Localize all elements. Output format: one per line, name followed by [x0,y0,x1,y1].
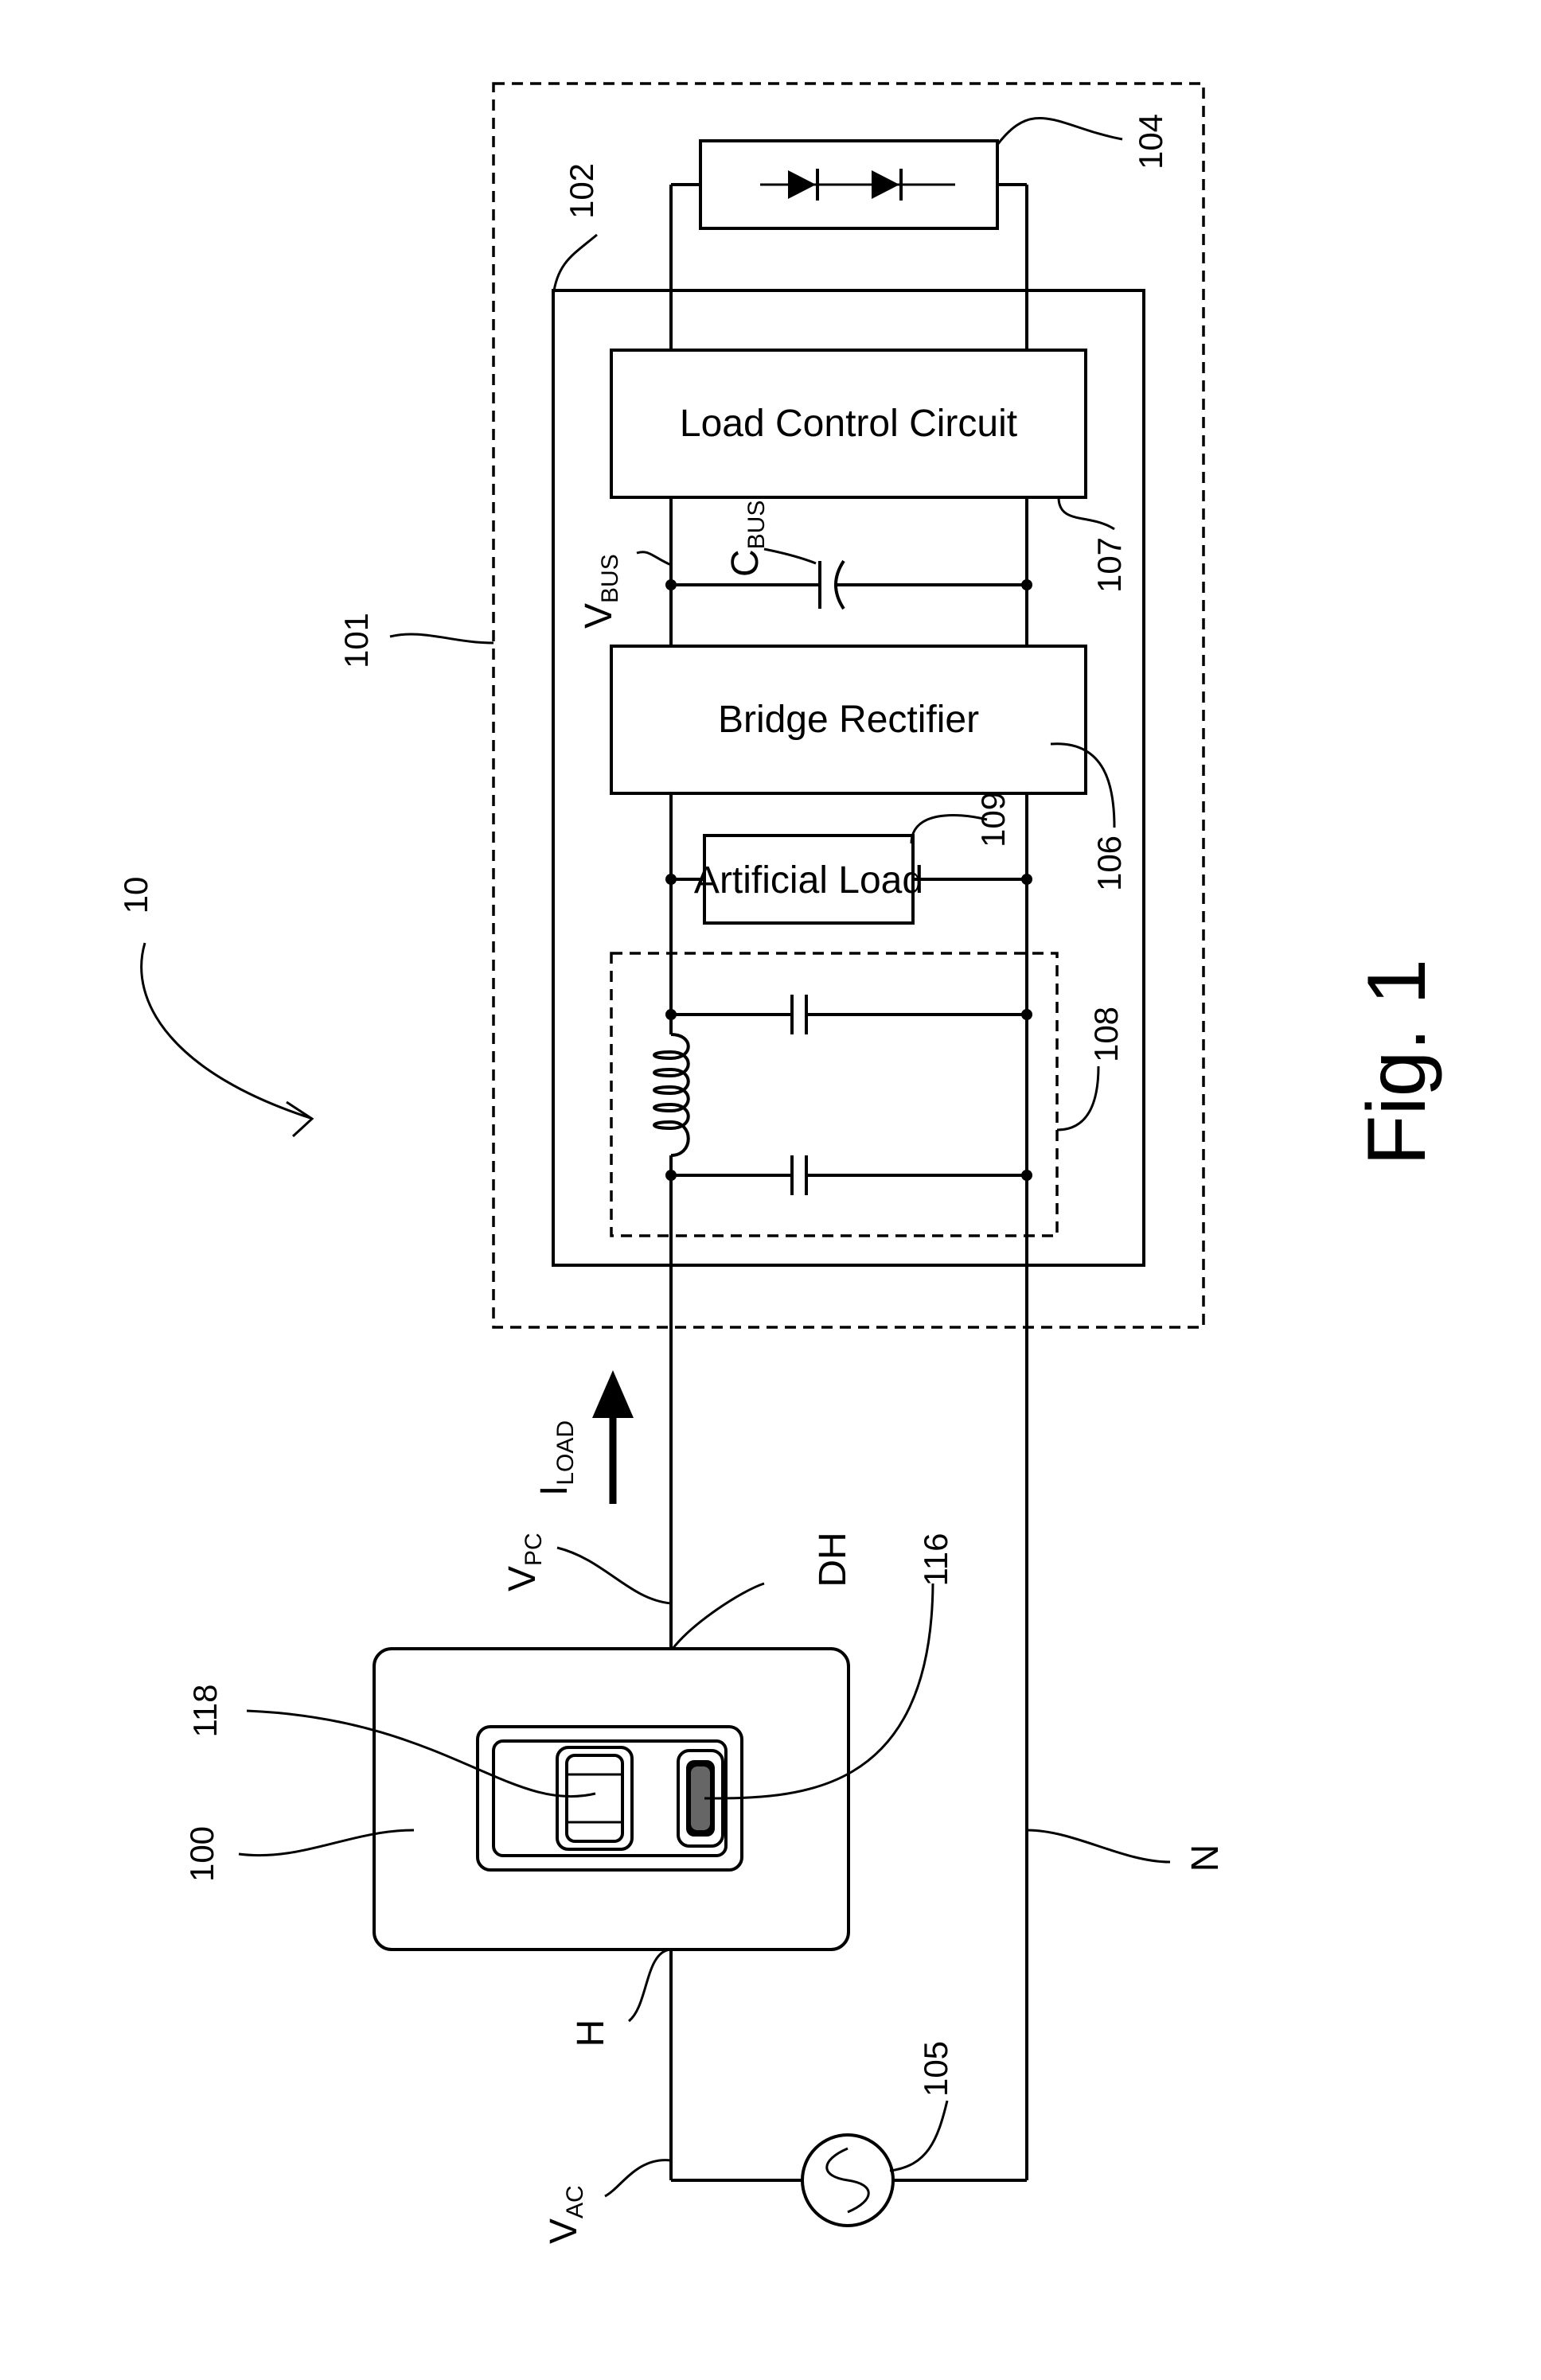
vac-main: V [543,2218,585,2244]
emi-filter-ref: 108 [1087,1007,1125,1062]
vpc-leader [557,1548,671,1603]
filter-node-1-bottom [1021,1009,1032,1020]
bridge-rectifier-label: Bridge Rectifier [718,699,979,741]
bridge-rectifier-ref: 106 [1090,836,1128,891]
led-ref: 104 [1132,114,1169,169]
led-leader [997,118,1122,145]
intensity-rocker [557,1747,632,1849]
emi-filter: 108 [611,953,1125,1236]
load-device-ref: 101 [337,613,375,668]
filter-node-1-top [665,1009,677,1020]
vbus-label: VBUS [578,554,623,629]
iload-sub: LOAD [552,1420,579,1486]
emi-filter-leader [1057,1066,1098,1130]
vpc-sub: PC [521,1533,547,1566]
vpc-main: V [501,1566,544,1591]
cbus-label: CBUS [724,501,770,577]
iload-main: I [533,1486,575,1496]
vbus-leader [637,552,671,565]
cbus-sub: BUS [743,501,770,550]
bus-node-bottom [1021,579,1032,590]
vpc-label: VPC [501,1533,547,1591]
toggle-actuator-ref: 116 [917,1533,954,1587]
dimmed-hot-leader [673,1583,764,1649]
vac-leader [605,2160,671,2196]
vbus-main: V [578,603,620,629]
load-control-label: Load Control Circuit [680,403,1017,445]
ac-source: 105 [802,2041,954,2226]
ac-source-ref: 105 [917,2041,954,2097]
load-control-circuit: Load Control Circuit 107 [611,350,1128,593]
led-light-source: 104 [700,114,1169,228]
load-control-ref: 107 [1090,537,1128,593]
filter-node-2-bottom [1021,1170,1032,1181]
bus-capacitor: CBUS VBUS [578,501,1032,629]
artificial-load-node-top [665,874,677,885]
load-regulation-ref: 102 [563,163,600,219]
ac-source-leader [890,2101,947,2171]
intensity-rocker-body [557,1747,632,1849]
artificial-load: Artificial Load 109 [665,792,1032,923]
bus-node-top [665,579,677,590]
cbus-leader [764,549,816,563]
load-device-leader [390,634,494,643]
intensity-actuator-ref: 118 [186,1685,224,1738]
hot-terminal-label: H [570,2020,612,2047]
neutral-terminal-label: N [1184,1844,1227,1872]
dimmer: 100 118 116 [183,1533,954,1950]
vac-sub: AC [562,2185,588,2218]
load-control-leader [1059,497,1114,529]
vac-label: VAC [543,2185,588,2244]
load-regulation-leader [553,235,597,296]
system-ref-label: 10 [117,877,154,914]
system-ref-arrowhead-icon [287,1102,312,1136]
figure-caption: Fig. 1 [1351,959,1443,1166]
artificial-load-node-bottom [1021,874,1032,885]
vbus-sub: BUS [597,554,623,603]
artificial-load-label: Artificial Load [694,859,923,902]
dimmed-hot-terminal-label: DH [812,1532,854,1587]
artificial-load-ref: 109 [974,792,1012,847]
filter-node-2-top [665,1170,677,1181]
neutral-leader [1027,1830,1170,1862]
system-ref-arrow [142,943,310,1118]
cbus-main: C [724,549,767,577]
dimmer-ref: 100 [183,1826,220,1882]
current-arrow-head-icon [592,1370,634,1418]
hot-leader [629,1950,671,2021]
iload-label: ILOAD [533,1420,579,1496]
system-ref: 10 [117,877,312,1136]
